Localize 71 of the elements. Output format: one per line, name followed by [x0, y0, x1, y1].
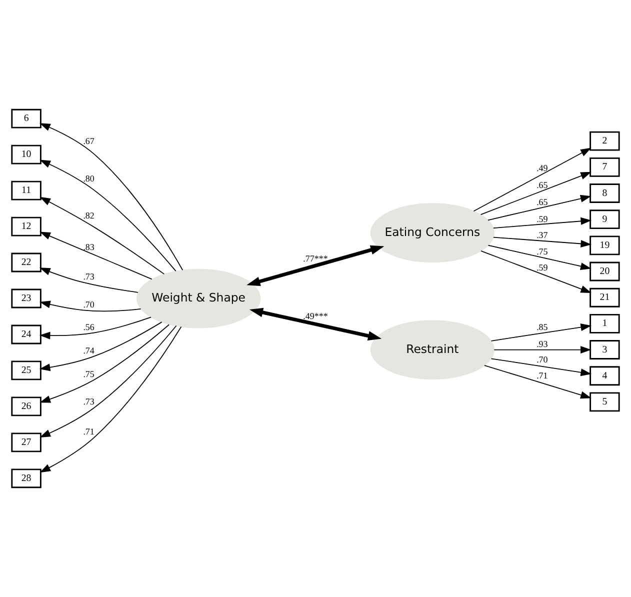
edge-label: .49***: [303, 311, 328, 322]
edge-label: .65: [536, 196, 548, 207]
edge-label: .73: [83, 272, 94, 282]
edge-label: .83: [83, 242, 94, 252]
node-box: 20: [590, 262, 620, 282]
edge-label: .65: [536, 180, 548, 190]
edge-label: .75: [83, 368, 94, 379]
edge-label: .59: [536, 214, 548, 224]
node-box: 19: [590, 236, 620, 256]
node-box: 1: [590, 314, 620, 334]
edge-label: .74: [83, 345, 94, 356]
arrow: [40, 325, 177, 438]
arrow: [40, 160, 176, 272]
arrow: [39, 268, 138, 293]
arrow: [39, 123, 184, 271]
arrow: [490, 323, 592, 342]
arrow: [39, 316, 152, 340]
arrow: [492, 236, 592, 248]
node-box: 6: [11, 108, 42, 128]
node-box: 21: [590, 288, 620, 308]
edge-label: .67: [83, 136, 94, 146]
edge-label: .37: [536, 230, 548, 240]
node-box: 28: [11, 468, 42, 488]
node-box: 3: [590, 340, 620, 360]
arrow: [39, 322, 162, 372]
arrow: [40, 196, 165, 275]
node-box: 2: [590, 131, 620, 151]
edge-label: .93: [536, 339, 548, 350]
node-box: 11: [11, 180, 42, 200]
arrow: [473, 148, 592, 212]
arrow: [40, 232, 152, 280]
arrow: [246, 245, 384, 286]
node-box: 23: [11, 288, 42, 308]
edge-label: .49: [536, 162, 548, 173]
edge-label: .70: [536, 354, 548, 364]
node-box: 8: [590, 184, 620, 203]
arrow: [492, 217, 592, 229]
edge-label: .73: [83, 396, 94, 407]
node-box: 5: [590, 392, 620, 412]
arrow: [40, 326, 182, 473]
arrow: [484, 364, 592, 399]
edge-label: .75: [536, 246, 548, 256]
node-box: 9: [590, 210, 620, 230]
edge-label: .71: [536, 370, 548, 381]
edge-label: .70: [83, 299, 94, 310]
edge-label: .59: [536, 262, 548, 273]
arrow: [488, 244, 592, 270]
arrow: [494, 346, 592, 354]
edge-label: .85: [536, 322, 548, 332]
node-box: 25: [11, 360, 42, 380]
edge-label: .77***: [303, 254, 328, 264]
edge-label: .71: [83, 426, 94, 436]
arrow: [488, 194, 592, 221]
edge-label: .56: [83, 322, 94, 332]
arrow: [40, 300, 142, 312]
node-ellipse: Restraint: [370, 320, 494, 380]
arrow: [480, 250, 592, 293]
node-box: 4: [590, 366, 620, 386]
arrow: [490, 358, 592, 376]
node-box: 22: [11, 252, 42, 272]
node-box: 27: [11, 432, 42, 452]
node-box: 12: [11, 216, 42, 236]
arrow: [480, 172, 592, 215]
node-box: 24: [11, 324, 42, 344]
arrow: [40, 324, 170, 403]
node-box: 7: [590, 157, 620, 177]
arrow: [249, 308, 382, 340]
node-box: 26: [11, 396, 42, 416]
edge-label: .82: [83, 210, 94, 220]
node-box: 10: [11, 144, 42, 164]
edge-label: .80: [83, 174, 94, 184]
